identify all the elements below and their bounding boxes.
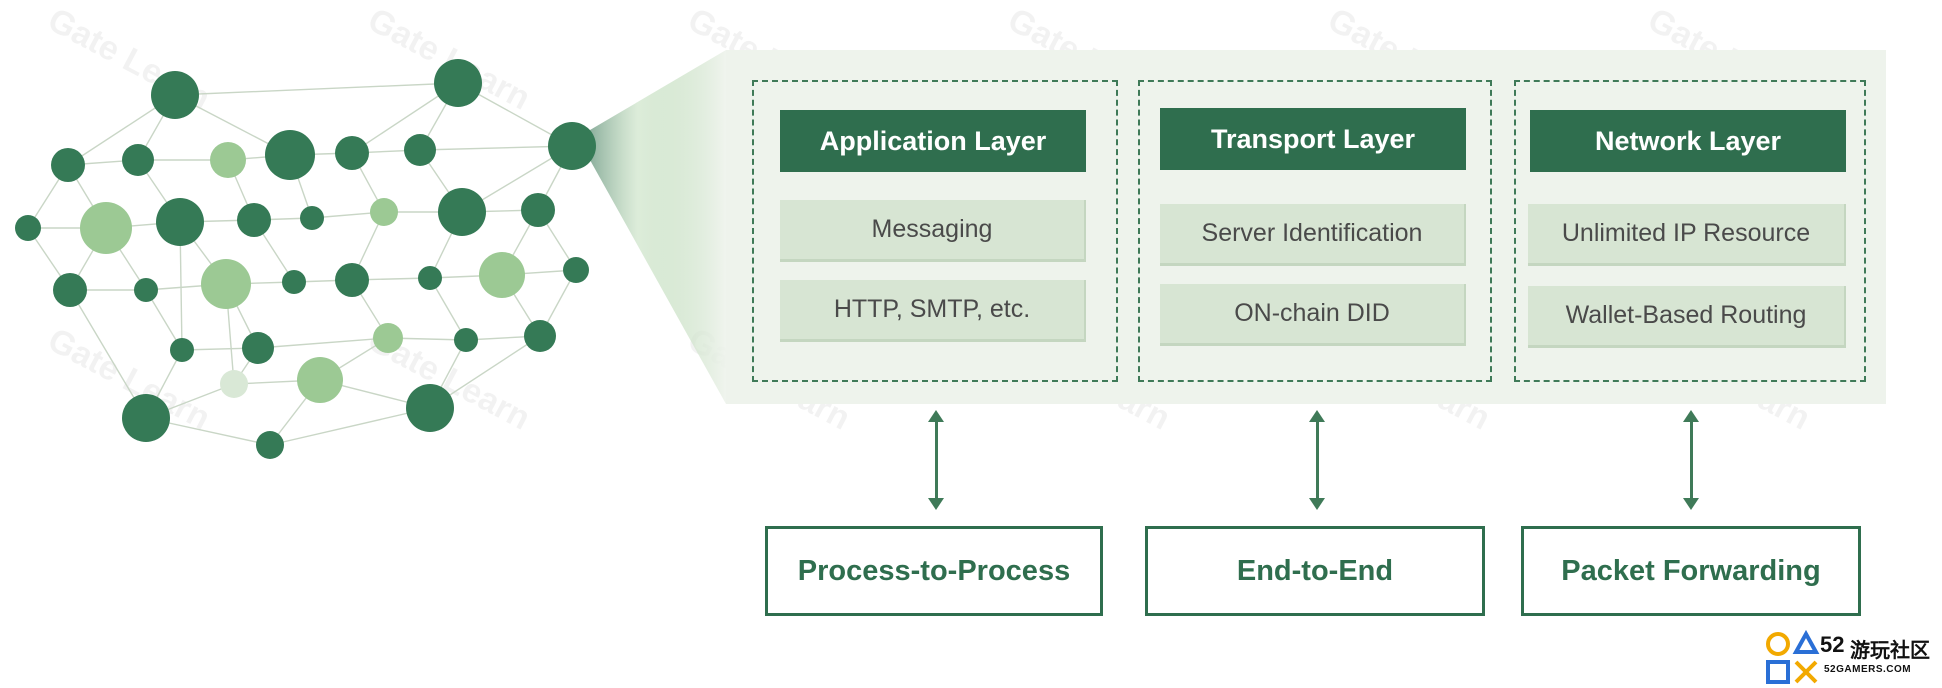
network-node bbox=[210, 142, 246, 178]
network-node bbox=[373, 323, 403, 353]
application-item-messaging: Messaging bbox=[780, 200, 1086, 262]
network-node bbox=[122, 394, 170, 442]
controller-shapes-icon bbox=[1766, 630, 1820, 684]
network-item-routing: Wallet-Based Routing bbox=[1528, 286, 1846, 348]
packet-forwarding-box: Packet Forwarding bbox=[1521, 526, 1861, 616]
corner-logo: 52 游玩社区 52GAMERS.COM bbox=[1764, 626, 1942, 688]
network-node bbox=[454, 328, 478, 352]
logo-subtext: 52GAMERS.COM bbox=[1824, 664, 1912, 675]
network-node bbox=[521, 193, 555, 227]
network-item-ip: Unlimited IP Resource bbox=[1528, 204, 1846, 266]
network-node bbox=[434, 59, 482, 107]
network-graph bbox=[15, 59, 596, 459]
network-edge bbox=[419, 145, 573, 151]
network-node bbox=[282, 270, 306, 294]
double-arrow-network bbox=[1683, 410, 1699, 510]
network-node bbox=[15, 215, 41, 241]
network-node bbox=[479, 252, 525, 298]
network-node bbox=[300, 206, 324, 230]
network-node bbox=[404, 134, 436, 166]
logo-number: 52 bbox=[1820, 632, 1845, 657]
network-node bbox=[122, 144, 154, 176]
process-to-process-box: Process-to-Process bbox=[765, 526, 1103, 616]
network-node bbox=[335, 136, 369, 170]
logo-text: 游玩社区 bbox=[1850, 640, 1930, 662]
transport-item-server-id: Server Identification bbox=[1160, 204, 1466, 266]
network-node bbox=[151, 71, 199, 119]
transport-layer-box bbox=[1138, 80, 1492, 382]
network-node bbox=[201, 259, 251, 309]
network-node bbox=[297, 357, 343, 403]
network-layer-box bbox=[1514, 80, 1866, 382]
network-node bbox=[256, 431, 284, 459]
network-node bbox=[563, 257, 589, 283]
network-node bbox=[524, 320, 556, 352]
end-to-end-box: End-to-End bbox=[1145, 526, 1485, 616]
double-arrow-application bbox=[928, 410, 944, 510]
network-node bbox=[438, 188, 486, 236]
transport-layer-title: Transport Layer bbox=[1160, 108, 1466, 170]
network-edge bbox=[269, 407, 431, 446]
network-node bbox=[156, 198, 204, 246]
network-node bbox=[335, 263, 369, 297]
network-node bbox=[134, 278, 158, 302]
network-node bbox=[418, 266, 442, 290]
network-edge bbox=[69, 289, 147, 419]
network-node bbox=[265, 130, 315, 180]
network-node bbox=[237, 203, 271, 237]
network-node bbox=[242, 332, 274, 364]
network-node bbox=[548, 122, 596, 170]
network-node bbox=[170, 338, 194, 362]
network-node bbox=[53, 273, 87, 307]
transport-item-did: ON-chain DID bbox=[1160, 284, 1466, 346]
network-node bbox=[80, 202, 132, 254]
application-layer-title: Application Layer bbox=[780, 110, 1086, 172]
network-layer-title: Network Layer bbox=[1530, 110, 1846, 172]
application-item-protocols: HTTP, SMTP, etc. bbox=[780, 280, 1086, 342]
network-edge bbox=[174, 82, 459, 96]
network-node bbox=[220, 370, 248, 398]
network-node bbox=[51, 148, 85, 182]
application-layer-box bbox=[752, 80, 1118, 382]
network-edge bbox=[257, 337, 389, 349]
network-node bbox=[406, 384, 454, 432]
network-node bbox=[370, 198, 398, 226]
double-arrow-transport bbox=[1309, 410, 1325, 510]
